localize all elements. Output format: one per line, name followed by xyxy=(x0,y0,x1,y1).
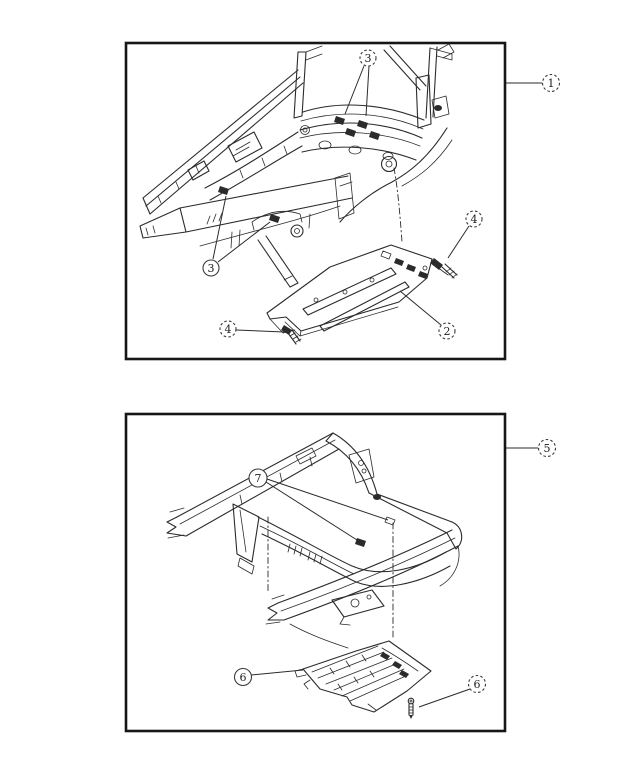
callout-6-left: 6 xyxy=(233,667,304,687)
callout-2-label: 2 xyxy=(444,325,451,338)
frame-mount-clips xyxy=(218,116,380,223)
callout-7-circle xyxy=(248,468,268,488)
callout-7: 7 xyxy=(248,468,389,541)
rear-skid-plate-drawing xyxy=(294,640,432,713)
callout-1-circle xyxy=(541,73,561,93)
callout-3-top-circle xyxy=(359,49,377,67)
front-skid-plate-bolt-right xyxy=(430,258,458,279)
callout-4-left-label: 4 xyxy=(225,323,232,336)
panel-upper: 1 3 3 4 4 2 xyxy=(124,41,561,361)
callout-3-left-leaders xyxy=(212,195,271,263)
callout-3-left-circle xyxy=(202,259,220,277)
callout-4-right-circle xyxy=(465,210,483,228)
callout-6-right: 6 xyxy=(418,674,487,708)
callout-4-left: 4 xyxy=(219,320,285,338)
callout-2: 2 xyxy=(399,290,456,340)
front-skid-plate-bolt-left xyxy=(281,325,302,345)
panel-lower: 5 7 6 6 xyxy=(124,412,557,733)
callout-2-circle xyxy=(438,322,456,340)
callout-4-right: 4 xyxy=(447,210,483,259)
callout-4-right-leader xyxy=(447,225,470,259)
callout-3-top: 3 xyxy=(344,49,377,117)
rear-frame-assembly-drawing xyxy=(166,432,463,649)
callout-5-label: 5 xyxy=(544,442,551,455)
callout-4-left-circle xyxy=(219,320,237,338)
callout-6-left-leader xyxy=(250,669,304,676)
callout-6-left-circle xyxy=(233,667,253,687)
callout-1-label: 1 xyxy=(548,77,555,90)
callout-6-right-label: 6 xyxy=(474,678,481,691)
callout-6-right-circle xyxy=(467,674,487,694)
front-frame-assembly-drawing xyxy=(139,43,455,288)
callout-7-leaders xyxy=(265,478,389,541)
panel-upper-border xyxy=(124,41,507,361)
callout-3-top-label: 3 xyxy=(365,52,372,65)
callout-1: 1 xyxy=(506,73,561,93)
callout-4-right-label: 4 xyxy=(471,213,478,226)
panel-lower-border xyxy=(124,412,507,733)
callout-6-right-leader xyxy=(418,688,471,708)
callout-3-left: 3 xyxy=(202,195,271,277)
callout-7-label: 7 xyxy=(255,472,262,485)
front-skid-plate-drawing xyxy=(266,244,433,337)
callout-2-leader xyxy=(399,290,442,326)
callout-4-left-leader xyxy=(235,329,285,333)
callout-5: 5 xyxy=(506,438,557,458)
callout-6-left-label: 6 xyxy=(240,671,247,684)
rear-skid-plate-bolt xyxy=(407,697,415,719)
callout-3-left-label: 3 xyxy=(208,262,215,275)
callout-3-top-leaders xyxy=(344,65,370,117)
callout-5-circle xyxy=(537,438,557,458)
